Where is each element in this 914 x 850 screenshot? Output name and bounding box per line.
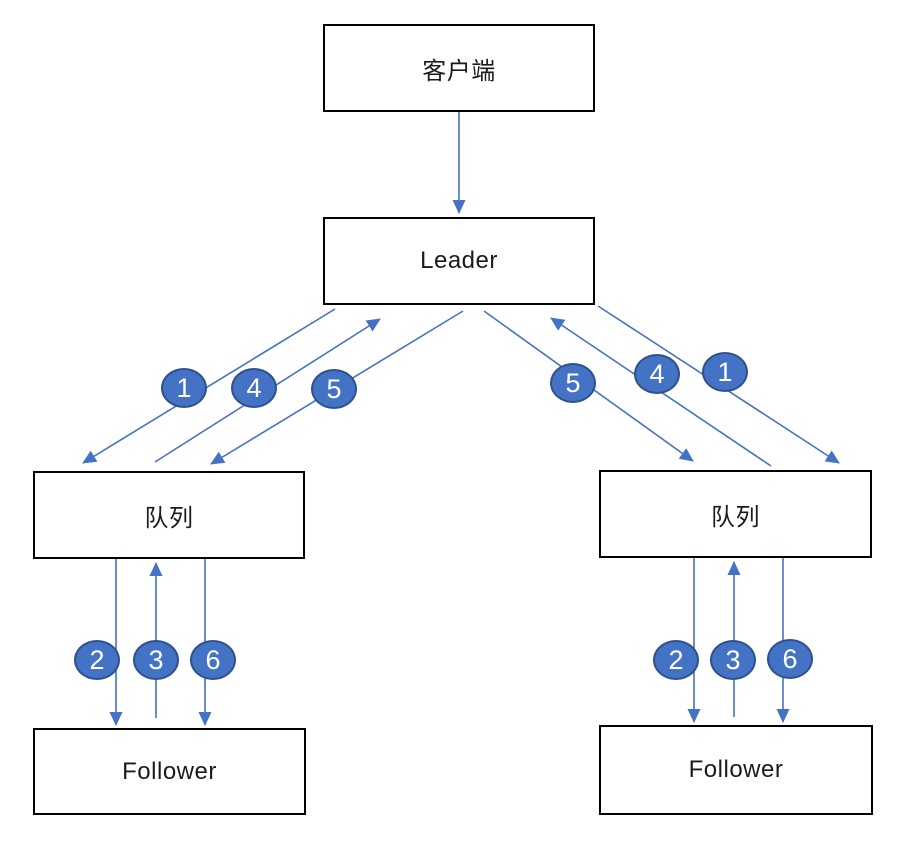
leader-label: Leader [420,247,498,274]
step-badge-right-4: 4 [634,354,680,394]
arrow-step1-leader-to-queue-left [82,308,336,464]
step-badge-right-1: 1 [702,352,748,392]
follower-left-node: Follower [33,728,306,815]
queue-right-label: 队列 [711,503,760,531]
queue-left-node: 队列 [33,471,305,559]
leader-node: Leader [323,217,595,305]
client-label: 客户端 [422,57,496,85]
step-badge-left-6: 6 [190,640,236,680]
queue-left-label: 队列 [144,504,194,532]
step-badge-right-6: 6 [767,639,813,679]
queue-right-node: 队列 [599,470,872,558]
step-badge-left-2: 2 [74,640,120,680]
follower-right-label: Follower [688,756,784,783]
follower-left-label: Follower [122,757,217,785]
step-badge-left-1: 1 [161,368,207,408]
client-node: 客户端 [323,24,595,112]
step-badge-right-5: 5 [550,363,596,403]
step-badge-left-4: 4 [231,368,277,408]
step-badge-left-5: 5 [311,369,357,409]
step-badge-right-3: 3 [710,640,756,680]
follower-right-node: Follower [599,725,873,815]
step-badge-right-2: 2 [653,640,699,680]
step-badge-left-3: 3 [133,640,179,680]
